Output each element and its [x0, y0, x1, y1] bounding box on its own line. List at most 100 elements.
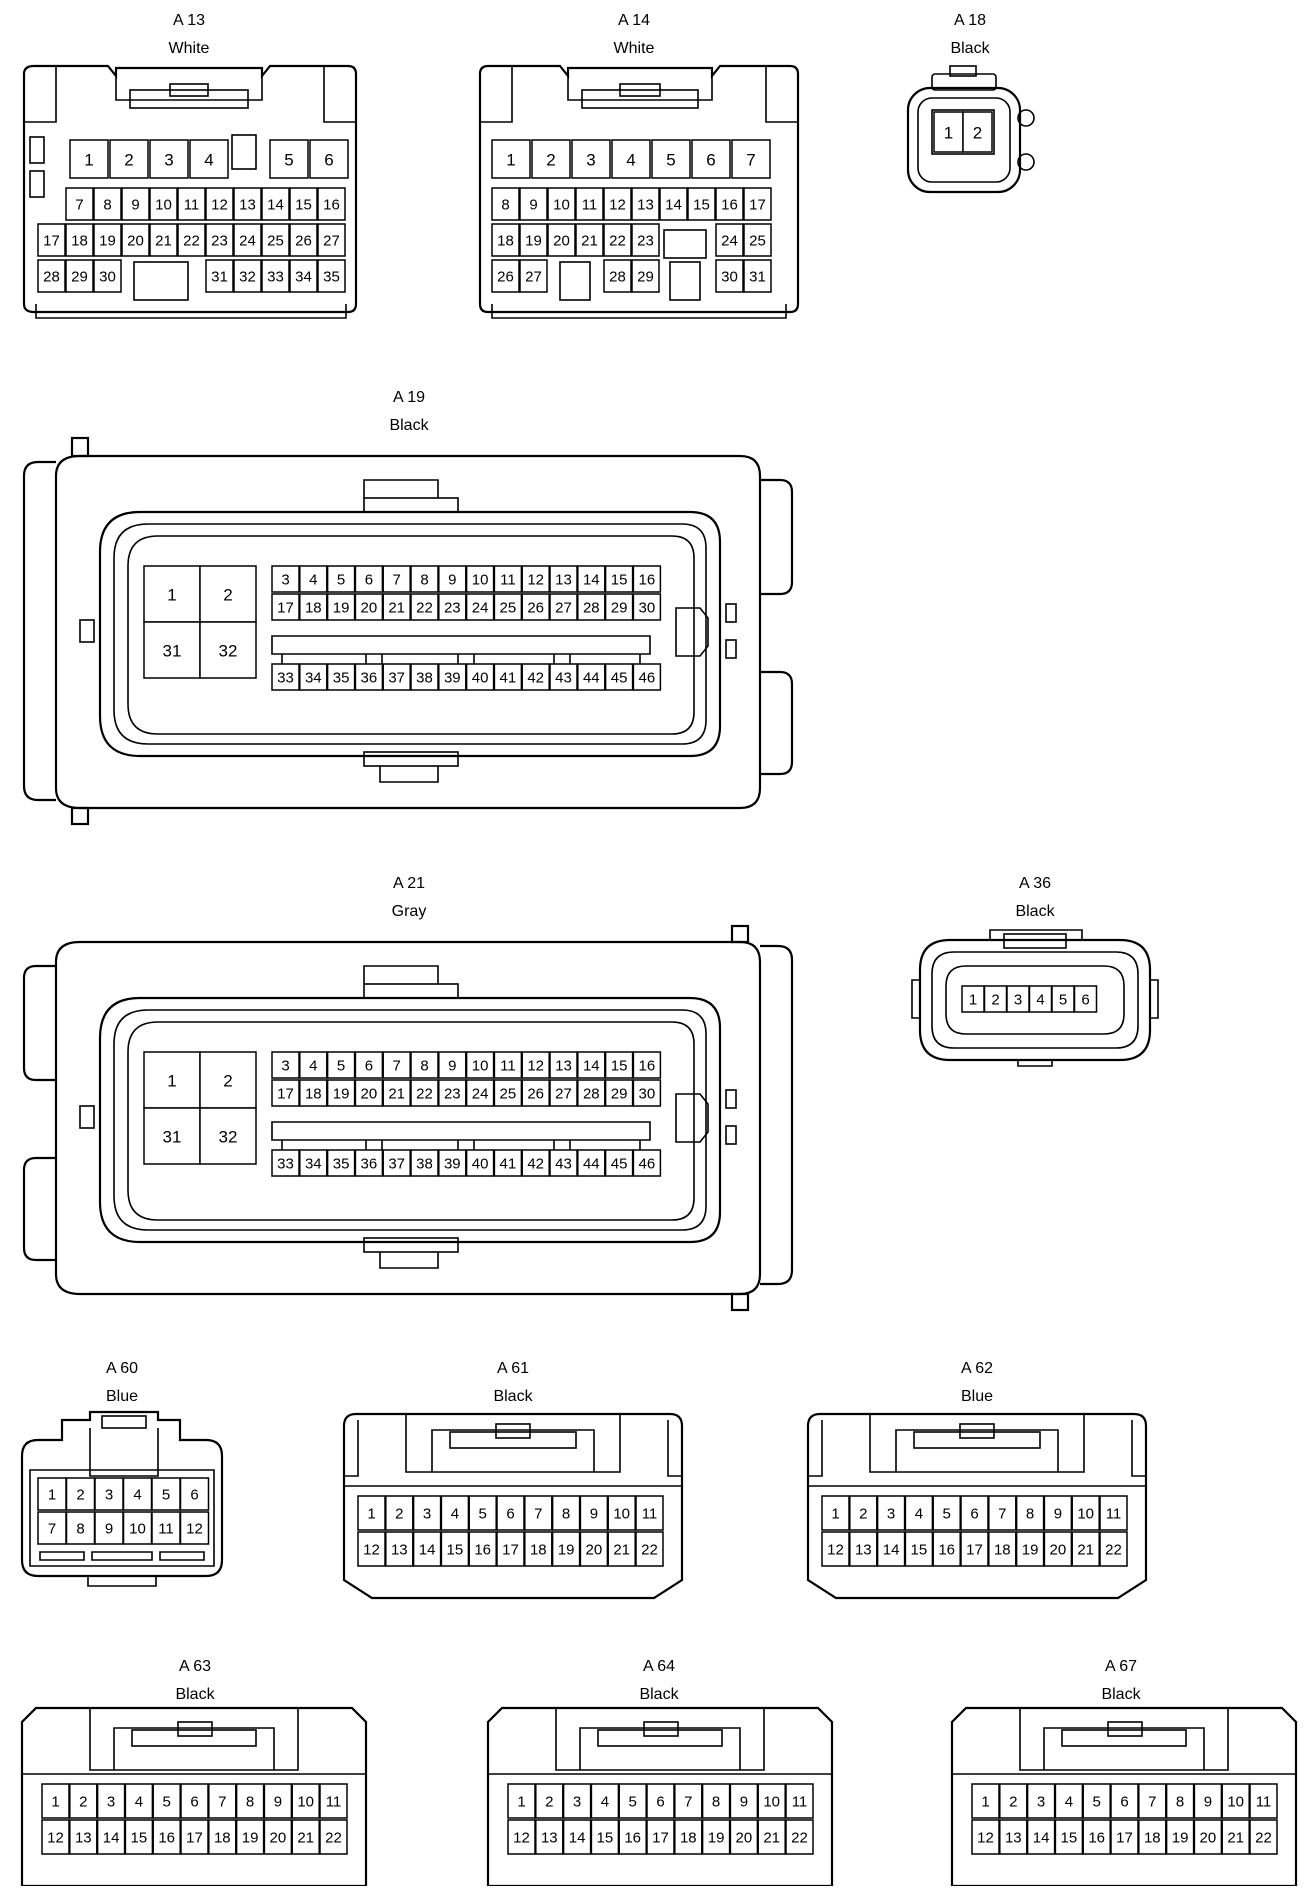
a19-pin-27: 27	[555, 600, 572, 617]
a63-pin-18-cell	[208, 1819, 237, 1855]
a21-pin-37-cell	[382, 1149, 411, 1177]
a64-pin-18: 18	[680, 1830, 697, 1847]
a19-pin-40-cell	[465, 663, 495, 691]
a14-pin-20: 20	[553, 233, 570, 250]
a13-pin-12-cell	[205, 187, 234, 221]
a62-pin-22-cell	[1099, 1531, 1128, 1567]
connector-a19-color: Black	[389, 417, 429, 434]
a13-pin-7: 7	[75, 197, 83, 214]
a13-pin-15: 15	[295, 197, 312, 214]
a19-pin-13-cell	[549, 565, 578, 593]
a62-pin-18-cell	[988, 1531, 1017, 1567]
a64-pin-2: 2	[545, 1794, 553, 1811]
a21-pin-42: 42	[527, 1156, 544, 1173]
a13-pin-28-cell	[37, 259, 66, 293]
a62-pin-17: 17	[966, 1542, 983, 1559]
a14-pin-5: 5	[666, 151, 675, 170]
a21-pin-27-cell	[549, 1079, 578, 1107]
a62-pin-14: 14	[883, 1542, 900, 1559]
connector-a14-housing	[478, 64, 800, 314]
connector-a14-color: White	[614, 40, 655, 57]
a13-pin-21-cell	[149, 223, 178, 257]
a67-pin-10: 10	[1227, 1794, 1244, 1811]
a21-pin-24: 24	[472, 1086, 489, 1103]
a21-pin-26: 26	[527, 1086, 544, 1103]
a19-pin-37-cell	[382, 663, 411, 691]
a19-pin-36: 36	[361, 670, 378, 687]
a60-pin-4: 4	[133, 1487, 141, 1504]
a13-pin-7-cell	[65, 187, 94, 221]
a67-pin-10-cell	[1221, 1783, 1250, 1819]
a64-pin-20: 20	[736, 1830, 753, 1847]
a21-pin-21: 21	[388, 1086, 405, 1103]
a67-pin-2-cell	[999, 1783, 1028, 1819]
a21-pin-2-cell	[199, 1051, 257, 1109]
a14-pin-17-cell	[743, 187, 772, 221]
a62-pin-1-cell	[821, 1495, 850, 1531]
a60-pin-1-cell	[37, 1477, 67, 1511]
a62-pin-19: 19	[1022, 1542, 1039, 1559]
a19-pin-16: 16	[639, 572, 656, 589]
a62-pin-19-cell	[1015, 1531, 1045, 1567]
a19-pin-5: 5	[337, 572, 345, 589]
a21-pin-29: 29	[611, 1086, 628, 1103]
a63-pin-21: 21	[297, 1830, 314, 1847]
a63-pin-10-cell	[291, 1783, 320, 1819]
a62-pin-7: 7	[998, 1506, 1006, 1523]
a61-pin-7: 7	[534, 1506, 542, 1523]
a14-pin-7-cell	[731, 139, 771, 179]
a19-pin-29: 29	[611, 600, 628, 617]
connector-a61-color: Black	[493, 1388, 533, 1405]
a13-pin-6: 6	[324, 151, 333, 170]
a19-pin-18: 18	[305, 600, 322, 617]
a67-pin-20-cell	[1193, 1819, 1223, 1855]
a19-pin-8: 8	[420, 572, 428, 589]
a21-pin-25-cell	[493, 1079, 523, 1107]
a67-pin-13: 13	[1005, 1830, 1022, 1847]
a67-pin-5-cell	[1082, 1783, 1111, 1819]
a19-pin-21: 21	[388, 600, 405, 617]
a36-pin-2: 2	[991, 992, 999, 1009]
a21-pin-10: 10	[472, 1058, 489, 1075]
a64-pin-22-cell	[785, 1819, 814, 1855]
a61-pin-9: 9	[590, 1506, 598, 1523]
a21-pin-14: 14	[583, 1058, 600, 1075]
a36-pin-6-cell	[1073, 985, 1098, 1013]
a19-pin-11-cell	[493, 565, 523, 593]
a13-pin-23-cell	[205, 223, 234, 257]
a21-pin-7-cell	[382, 1051, 411, 1079]
a62-pin-20-cell	[1043, 1531, 1073, 1567]
connector-a64-id: A 64	[643, 1658, 675, 1675]
a62-pin-16-cell	[932, 1531, 961, 1567]
connector-a62-color: Blue	[961, 1388, 993, 1405]
a19-pin-40: 40	[472, 670, 489, 687]
a21-pin-19: 19	[333, 1086, 350, 1103]
a64-pin-13-cell	[535, 1819, 564, 1855]
a14-pin-6: 6	[706, 151, 715, 170]
a14-pin-11-cell	[575, 187, 604, 221]
a19-pin-35: 35	[333, 670, 350, 687]
a21-pin-8-cell	[410, 1051, 439, 1079]
a13-pin-8: 8	[103, 197, 111, 214]
a14-pin-25: 25	[749, 233, 766, 250]
a21-pin-18-cell	[299, 1079, 328, 1107]
a13-pin-23: 23	[211, 233, 228, 250]
a13-pin-2: 2	[124, 151, 133, 170]
a21-pin-31-cell	[143, 1107, 201, 1165]
a61-pin-13-cell	[385, 1531, 414, 1567]
a63-pin-22-cell	[319, 1819, 348, 1855]
a19-pin-7-cell	[382, 565, 411, 593]
a63-pin-8: 8	[246, 1794, 254, 1811]
a21-pin-45: 45	[611, 1156, 628, 1173]
a64-pin-4-cell	[590, 1783, 620, 1819]
a14-pin-24: 24	[721, 233, 738, 250]
a21-pin-13-cell	[549, 1051, 578, 1079]
a62-pin-3: 3	[887, 1506, 895, 1523]
a64-pin-17-cell	[646, 1819, 675, 1855]
a19-pin-46: 46	[639, 670, 656, 687]
a21-pin-18: 18	[305, 1086, 322, 1103]
a36-pin-5: 5	[1059, 992, 1067, 1009]
